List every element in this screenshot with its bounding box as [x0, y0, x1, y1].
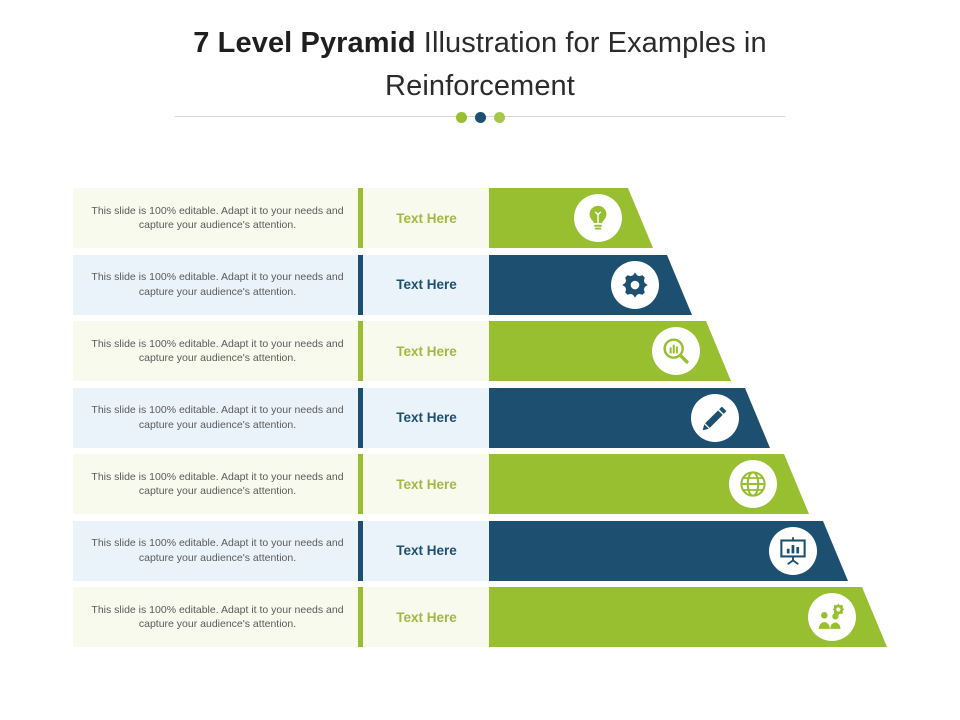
pyramid-band[interactable]	[489, 188, 653, 248]
row-description-text: This slide is 100% editable. Adapt it to…	[91, 603, 344, 631]
dot-navy-center	[474, 111, 486, 123]
row-accent-bar	[358, 188, 363, 248]
row-accent-bar	[358, 587, 363, 647]
row-label-text: Text Here	[396, 343, 457, 359]
page-title-highlight: 7 Level Pyramid	[193, 27, 416, 59]
row-accent-bar	[358, 520, 363, 581]
row-description-text: This slide is 100% editable. Adapt it to…	[91, 337, 344, 365]
globe-icon	[729, 460, 777, 508]
row-description-text: This slide is 100% editable. Adapt it to…	[91, 404, 344, 431]
pyramid-band[interactable]	[489, 587, 887, 647]
row-accent-bar	[358, 321, 363, 381]
page-title-rest: Illustration for Examples in Reinforceme…	[385, 27, 767, 102]
row-label-panel[interactable]: Text Here	[363, 387, 490, 448]
title-dots	[0, 108, 960, 126]
row-label-text: Text Here	[396, 609, 457, 625]
row-accent-bar	[358, 387, 363, 448]
row-accent-bar	[358, 454, 363, 514]
row-description-panel[interactable]: This slide is 100% editable. Adapt it to…	[73, 321, 358, 381]
lightbulb-icon	[574, 194, 622, 242]
row-label-panel[interactable]: Text Here	[363, 520, 490, 581]
row-description-text: This slide is 100% editable. Adapt it to…	[91, 537, 344, 564]
dot-green-left	[455, 111, 467, 123]
row-description-panel[interactable]: This slide is 100% editable. Adapt it to…	[73, 587, 358, 647]
row-label-panel[interactable]: Text Here	[363, 188, 490, 248]
row-accent-bar	[358, 254, 363, 315]
row-description-text: This slide is 100% editable. Adapt it to…	[91, 470, 344, 498]
page-title: 7 Level Pyramid Illustration for Example…	[0, 22, 960, 108]
chart-search-icon	[652, 327, 700, 375]
row-label-panel[interactable]: Text Here	[363, 321, 490, 381]
row-label-text: Text Here	[396, 277, 457, 292]
pyramid-band[interactable]	[489, 321, 731, 381]
row-description-panel[interactable]: This slide is 100% editable. Adapt it to…	[73, 387, 358, 448]
pyramid-band[interactable]	[489, 454, 809, 514]
row-label-panel[interactable]: Text Here	[363, 254, 490, 315]
pencil-icon	[691, 393, 739, 442]
row-label-panel[interactable]: Text Here	[363, 587, 490, 647]
row-description-text: This slide is 100% editable. Adapt it to…	[91, 271, 344, 298]
row-description-panel[interactable]: This slide is 100% editable. Adapt it to…	[73, 254, 358, 315]
presentation-chart-icon	[769, 526, 817, 575]
pyramid-band[interactable]	[489, 387, 770, 448]
row-label-panel[interactable]: Text Here	[363, 454, 490, 514]
row-description-panel[interactable]: This slide is 100% editable. Adapt it to…	[73, 188, 358, 248]
row-description-panel[interactable]: This slide is 100% editable. Adapt it to…	[73, 454, 358, 514]
row-label-text: Text Here	[396, 476, 457, 492]
gear-icon	[611, 260, 659, 309]
title-block: 7 Level Pyramid Illustration for Example…	[0, 22, 960, 108]
team-gear-icon	[808, 593, 856, 641]
row-description-panel[interactable]: This slide is 100% editable. Adapt it to…	[73, 520, 358, 581]
row-label-text: Text Here	[396, 543, 457, 558]
row-label-text: Text Here	[396, 410, 457, 425]
row-description-text: This slide is 100% editable. Adapt it to…	[91, 204, 344, 232]
pyramid-band[interactable]	[489, 520, 848, 581]
pyramid-band[interactable]	[489, 254, 692, 315]
dot-green-right	[493, 111, 505, 123]
row-label-text: Text Here	[396, 210, 457, 226]
